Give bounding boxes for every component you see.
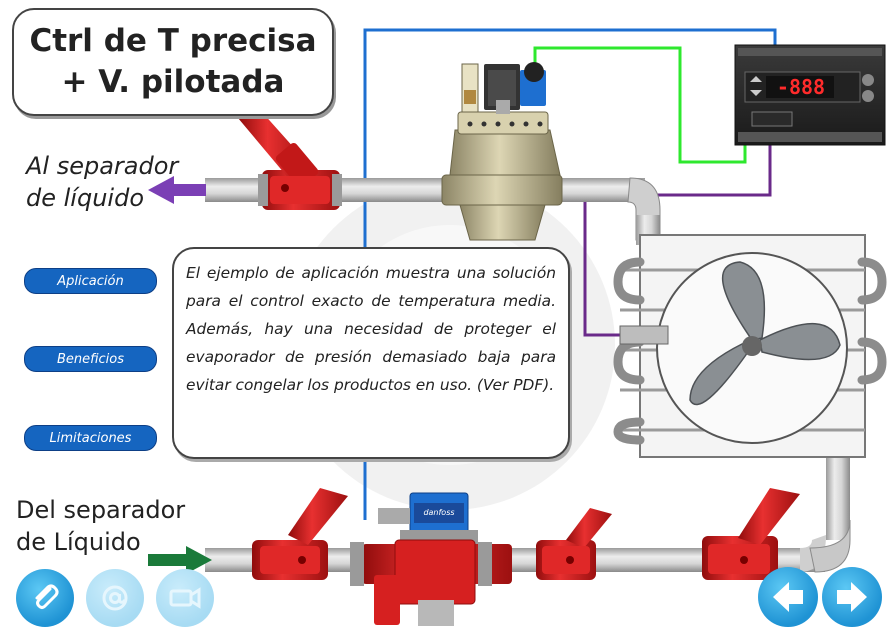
- temperature-controller: [734, 44, 886, 146]
- email-button[interactable]: [86, 569, 144, 627]
- title-line-2: + V. pilotada: [61, 64, 285, 100]
- at-sign-icon: [102, 585, 128, 611]
- description-box: El ejemplo de aplicación muestra una sol…: [172, 247, 570, 459]
- title-line-1: Ctrl de T precisa: [29, 23, 317, 59]
- to-separator-line-2: de líquido: [26, 184, 144, 212]
- manual-valve-bottom-middle: [536, 508, 612, 580]
- to-separator-label: Al separador de líquido: [26, 150, 178, 214]
- application-button[interactable]: Aplicación: [24, 268, 157, 294]
- wire-green: [533, 46, 747, 164]
- controller-display: -888: [776, 75, 826, 99]
- solenoid-label: danfoss: [423, 508, 455, 517]
- from-separator-label: Del separador de Líquido: [16, 494, 185, 558]
- to-separator-line-1: Al separador: [26, 152, 179, 180]
- limitations-button[interactable]: Limitaciones: [24, 425, 157, 451]
- solenoid-valve: [350, 492, 512, 626]
- paperclip-icon: [35, 584, 59, 609]
- from-separator-line-1: Del separador: [16, 496, 186, 524]
- arrow-right-icon: [837, 582, 867, 612]
- back-button[interactable]: [758, 567, 818, 627]
- manual-valve-bottom-right: [702, 488, 800, 580]
- forward-button[interactable]: [822, 567, 882, 627]
- manual-valve-bottom-left: [252, 488, 348, 580]
- evaporator: [613, 234, 887, 458]
- benefits-button[interactable]: Beneficios: [24, 346, 157, 372]
- arrow-to-separator: [148, 176, 206, 204]
- pilot-valve: [441, 62, 563, 241]
- arrow-from-separator: [148, 546, 212, 574]
- manual-valve-top: [238, 112, 342, 210]
- arrow-left-icon: [773, 582, 803, 612]
- title-box: Ctrl de T precisa + V. pilotada: [12, 8, 334, 116]
- video-button[interactable]: [156, 569, 214, 627]
- attachment-button[interactable]: [16, 569, 74, 627]
- from-separator-line-2: de Líquido: [16, 528, 141, 556]
- camera-icon: [169, 587, 201, 609]
